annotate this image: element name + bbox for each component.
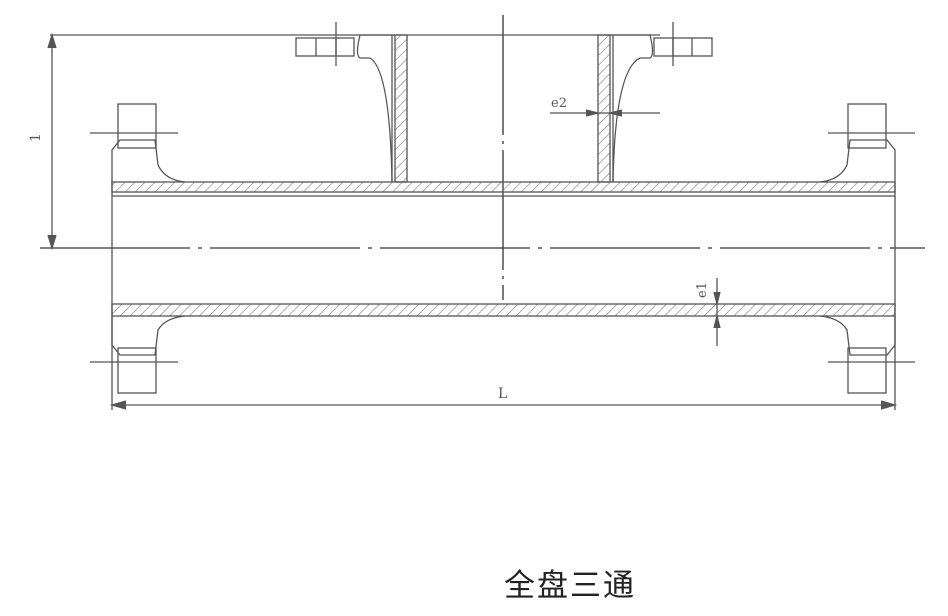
branch-flange-bolt-right [653, 37, 713, 57]
right-flange-top [819, 139, 896, 183]
branch-wall-right [597, 34, 611, 183]
left-flange-top [111, 139, 186, 183]
branch-flange-bolt-left [295, 37, 355, 57]
right-flange-bolt-top [847, 103, 887, 149]
label-e1: e1 [695, 282, 710, 298]
dim-e2-arrow-right [609, 109, 623, 117]
label-e2: e2 [551, 96, 567, 111]
left-flange-bolt-top [117, 103, 157, 149]
label-length: L [498, 386, 507, 402]
branch-flange-right [610, 34, 654, 183]
dim-e1-arrow-bottom [713, 315, 721, 329]
dim-height-arrow-top [47, 32, 57, 49]
left-flange-bolt-bottom [117, 347, 157, 394]
label-height: 1 [28, 133, 44, 142]
caption-title: 全盘三通 [504, 568, 636, 604]
dim-length-arrow-left [109, 400, 127, 410]
left-flange-bottom [111, 315, 186, 356]
dim-height-arrow-bottom [47, 234, 57, 251]
dim-e1-arrow-top [713, 291, 721, 305]
branch-flange-left [356, 34, 395, 183]
right-flange-bolt-bottom [847, 347, 887, 394]
right-flange-bottom [819, 315, 896, 356]
dim-e2-arrow-left [585, 109, 599, 117]
branch-wall-left [394, 34, 408, 183]
main-wall-top [111, 181, 896, 193]
dim-length-arrow-right [880, 400, 898, 410]
main-wall-bottom [111, 303, 896, 317]
